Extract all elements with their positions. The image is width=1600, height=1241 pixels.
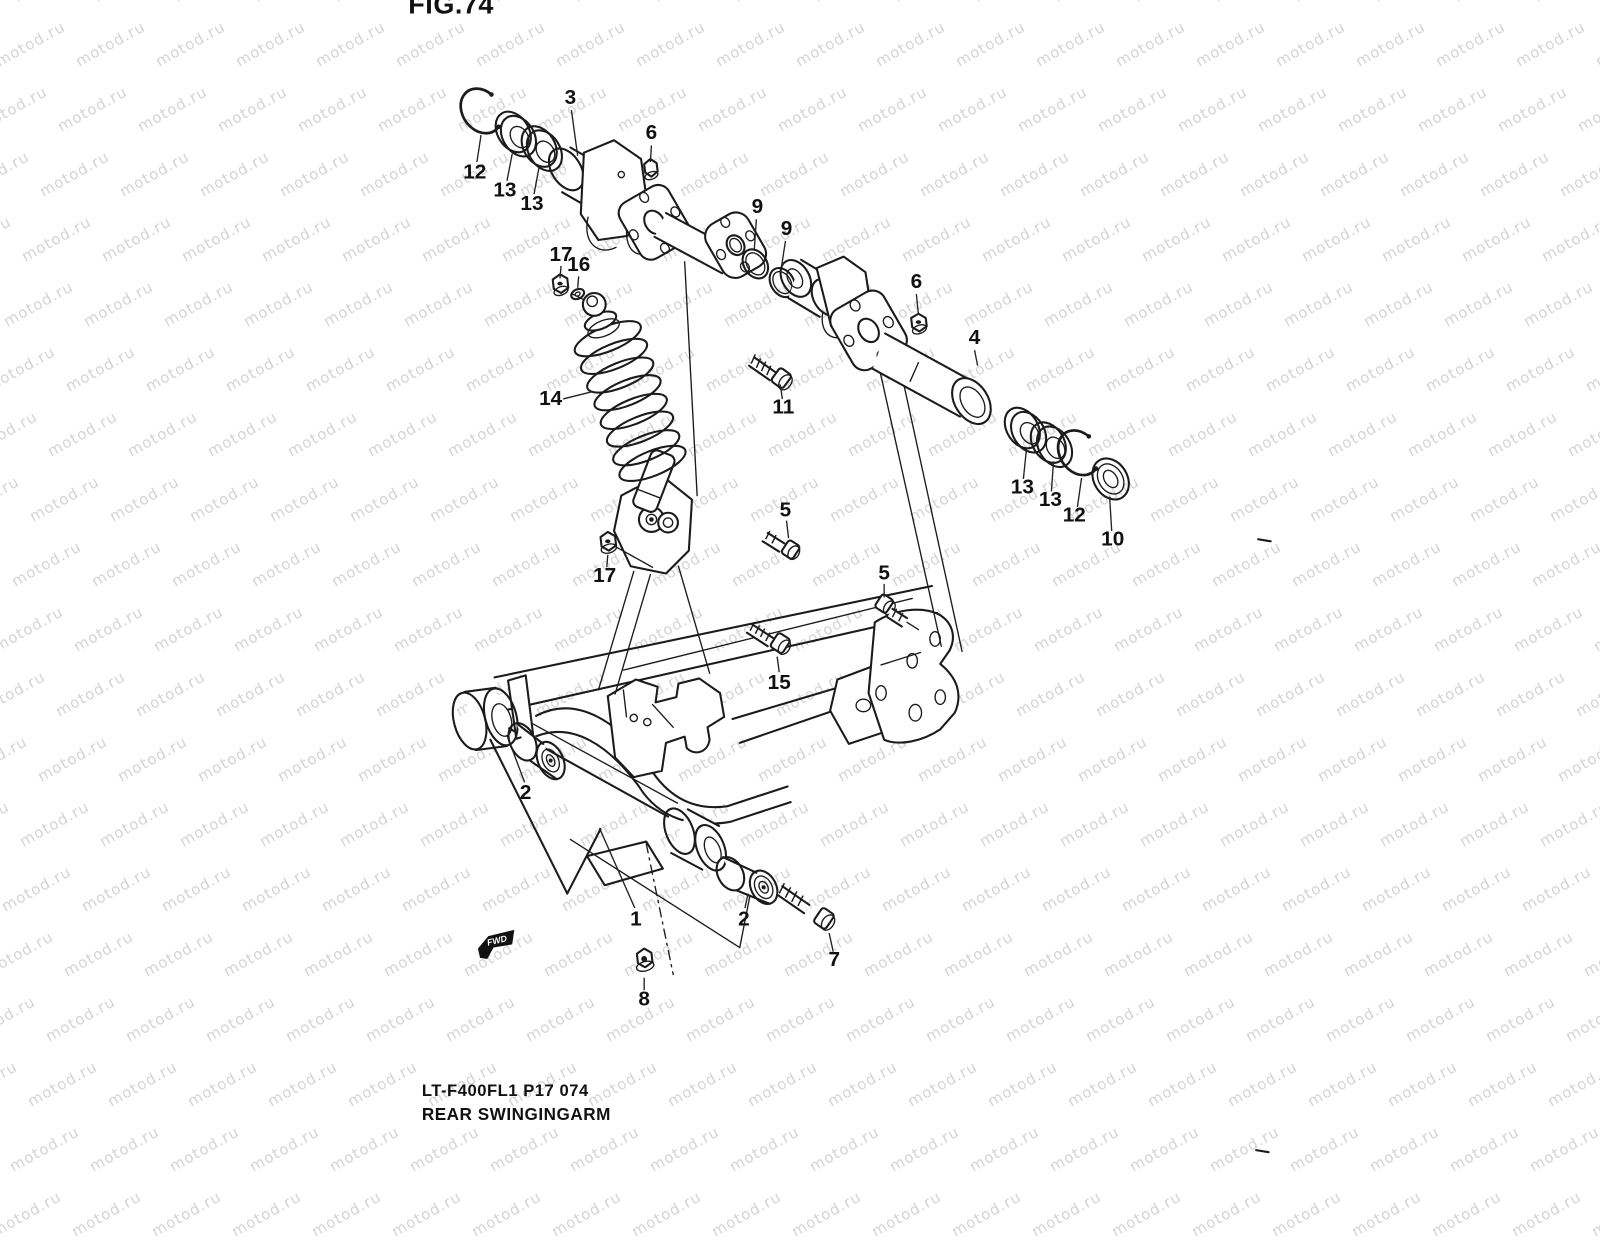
bearing-left-a <box>494 110 538 158</box>
part-callout-1: 1 <box>598 827 642 931</box>
bolt-5-front <box>761 530 801 561</box>
arm-end-cylinder <box>663 807 728 872</box>
bushings-and-fasteners <box>507 530 920 972</box>
part-callout-11: 11 <box>772 384 794 419</box>
figure-code: LT-F400FL1 P17 074 <box>422 1081 589 1100</box>
figure-title: REAR SWINGINGARM <box>422 1104 611 1124</box>
svg-text:15: 15 <box>768 671 791 694</box>
figure-number: FIG.74 <box>408 0 494 20</box>
part-callout-16: 16 <box>567 253 590 288</box>
part-callout-5: 5 <box>780 498 792 539</box>
part-callout-6: 6 <box>646 121 658 163</box>
svg-text:8: 8 <box>638 988 650 1011</box>
bolt-15 <box>745 622 792 656</box>
part-callout-4: 4 <box>969 326 981 366</box>
svg-text:9: 9 <box>781 217 793 240</box>
svg-text:9: 9 <box>752 195 764 218</box>
nut-17-top <box>551 273 570 297</box>
svg-text:11: 11 <box>772 396 794 419</box>
swingarm-body <box>451 473 960 895</box>
svg-text:13: 13 <box>493 178 516 201</box>
svg-text:17: 17 <box>549 243 572 266</box>
part-callout-13: 13 <box>1011 448 1034 499</box>
axle-tube-4 <box>871 332 992 425</box>
part-callout-17: 17 <box>593 554 616 587</box>
coupling-axle-assembly <box>741 248 992 425</box>
coupling-housing <box>779 255 879 339</box>
part-callout-9: 9 <box>780 217 793 269</box>
svg-text:12: 12 <box>463 161 486 184</box>
snap-ring-left <box>459 87 501 135</box>
part-callout-9: 9 <box>752 195 764 250</box>
bearing-right-a <box>1003 406 1048 454</box>
part-callout-15: 15 <box>768 656 791 694</box>
svg-text:2: 2 <box>738 908 750 931</box>
svg-text:10: 10 <box>1101 527 1124 550</box>
fwd-arrow-label: FWD <box>486 933 509 948</box>
svg-text:4: 4 <box>969 326 981 349</box>
svg-text:3: 3 <box>565 86 577 109</box>
fwd-arrow: FWD <box>477 929 515 959</box>
svg-text:13: 13 <box>1011 476 1034 499</box>
part-callout-12: 12 <box>1063 477 1086 527</box>
page-marks <box>1255 538 1272 1154</box>
svg-text:16: 16 <box>567 253 590 276</box>
alignment-lines <box>569 261 963 976</box>
parts-diagram: FWD FIG.74 LT-F400FL1 P17 074 REAR SWING… <box>408 0 1272 1154</box>
svg-text:5: 5 <box>780 498 792 521</box>
part-callout-13: 13 <box>520 166 544 215</box>
bearing-left-b <box>520 125 564 172</box>
svg-text:5: 5 <box>878 562 890 585</box>
shock-top-eye <box>581 291 607 317</box>
svg-text:13: 13 <box>1039 488 1062 511</box>
pivot-collar-left <box>451 686 519 752</box>
svg-text:6: 6 <box>911 270 923 293</box>
bearing-set-right <box>1003 406 1130 501</box>
part-callout-6: 6 <box>911 270 923 315</box>
oil-seal-10 <box>1091 457 1130 501</box>
svg-text:7: 7 <box>829 948 841 971</box>
bolt-11 <box>748 353 793 391</box>
washer-16 <box>570 287 586 301</box>
flange-plate-b <box>704 211 768 279</box>
center-bracket <box>606 677 726 779</box>
svg-text:14: 14 <box>539 387 563 410</box>
bolt-7 <box>776 882 836 931</box>
part-callout-10: 10 <box>1101 496 1124 550</box>
part-callout-14: 14 <box>539 387 593 410</box>
snap-ring-right <box>1056 429 1099 477</box>
shock-absorber-assembly <box>551 273 687 534</box>
svg-text:13: 13 <box>520 192 543 215</box>
part-callout-3: 3 <box>565 86 579 156</box>
o-ring-a <box>741 248 770 280</box>
part-callout-13: 13 <box>1039 461 1062 511</box>
part-callout-17: 17 <box>549 243 573 279</box>
nut-8 <box>635 947 655 972</box>
shock-lower-eye <box>657 511 679 534</box>
axle-housing-left-assembly <box>459 87 768 279</box>
part-callout-5: 5 <box>878 562 890 598</box>
svg-text:1: 1 <box>630 908 642 931</box>
part-callout-2: 2 <box>738 893 750 931</box>
nut-17-lower <box>599 530 654 568</box>
part-callout-7: 7 <box>828 932 841 971</box>
part-callout-8: 8 <box>638 977 650 1011</box>
part-callout-12: 12 <box>463 134 486 184</box>
part-callout-13: 13 <box>493 153 516 201</box>
bolt-6-left <box>643 157 659 181</box>
svg-text:17: 17 <box>593 564 616 587</box>
svg-text:12: 12 <box>1063 504 1086 527</box>
nut-6-right <box>910 312 928 335</box>
right-bracket-plates <box>829 608 960 745</box>
svg-text:6: 6 <box>646 121 658 144</box>
part-callout-2: 2 <box>506 735 532 804</box>
bolt-5-rear <box>874 593 920 631</box>
svg-text:2: 2 <box>520 781 532 804</box>
bushing-2-rear <box>715 856 779 905</box>
bushing-2-front <box>507 722 566 781</box>
